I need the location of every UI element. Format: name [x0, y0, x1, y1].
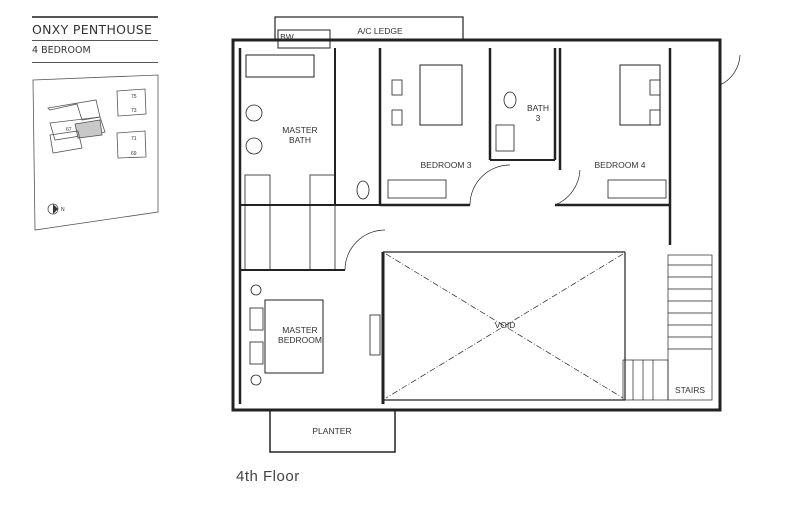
svg-text:75: 75 [131, 94, 137, 100]
divider [32, 40, 158, 41]
ac-ledge [274, 16, 464, 41]
svg-text:BATH: BATH [289, 135, 311, 145]
highlighted-unit [74, 119, 103, 139]
floor-plan [231, 16, 741, 453]
svg-text:73: 73 [131, 108, 137, 114]
stairs-treads [622, 254, 713, 401]
divider [32, 62, 158, 63]
svg-text:A/C LEDGE: A/C LEDGE [357, 26, 403, 36]
svg-text:BEDROOM 3: BEDROOM 3 [420, 160, 471, 170]
planter [269, 409, 396, 453]
bw [277, 29, 331, 49]
floor-label: 4th Floor [236, 468, 300, 485]
svg-text:PLANTER: PLANTER [312, 426, 351, 436]
svg-text:BATH: BATH [527, 103, 549, 113]
svg-text:BEDROOM 4: BEDROOM 4 [594, 160, 645, 170]
svg-text:STAIRS: STAIRS [675, 385, 705, 395]
svg-text:BEDROOM: BEDROOM [278, 335, 322, 345]
svg-text:3: 3 [536, 113, 541, 123]
svg-text:N: N [61, 207, 65, 213]
key-plan: 67 75 73 71 69 N [32, 74, 159, 231]
svg-text:67: 67 [66, 127, 72, 133]
room-labels: A/C LEDGE BW MASTER BATH BEDROOM 3 BATH … [278, 26, 705, 436]
page-subtitle: 4 BEDROOM [32, 45, 91, 56]
svg-text:71: 71 [131, 136, 137, 142]
page-title: ONXY PENTHOUSE [32, 22, 153, 37]
divider [32, 16, 158, 18]
svg-text:VOID: VOID [495, 320, 516, 330]
svg-text:MASTER: MASTER [282, 325, 317, 335]
svg-text:69: 69 [131, 151, 137, 157]
svg-text:MASTER: MASTER [282, 125, 317, 135]
svg-text:BW: BW [280, 32, 294, 42]
